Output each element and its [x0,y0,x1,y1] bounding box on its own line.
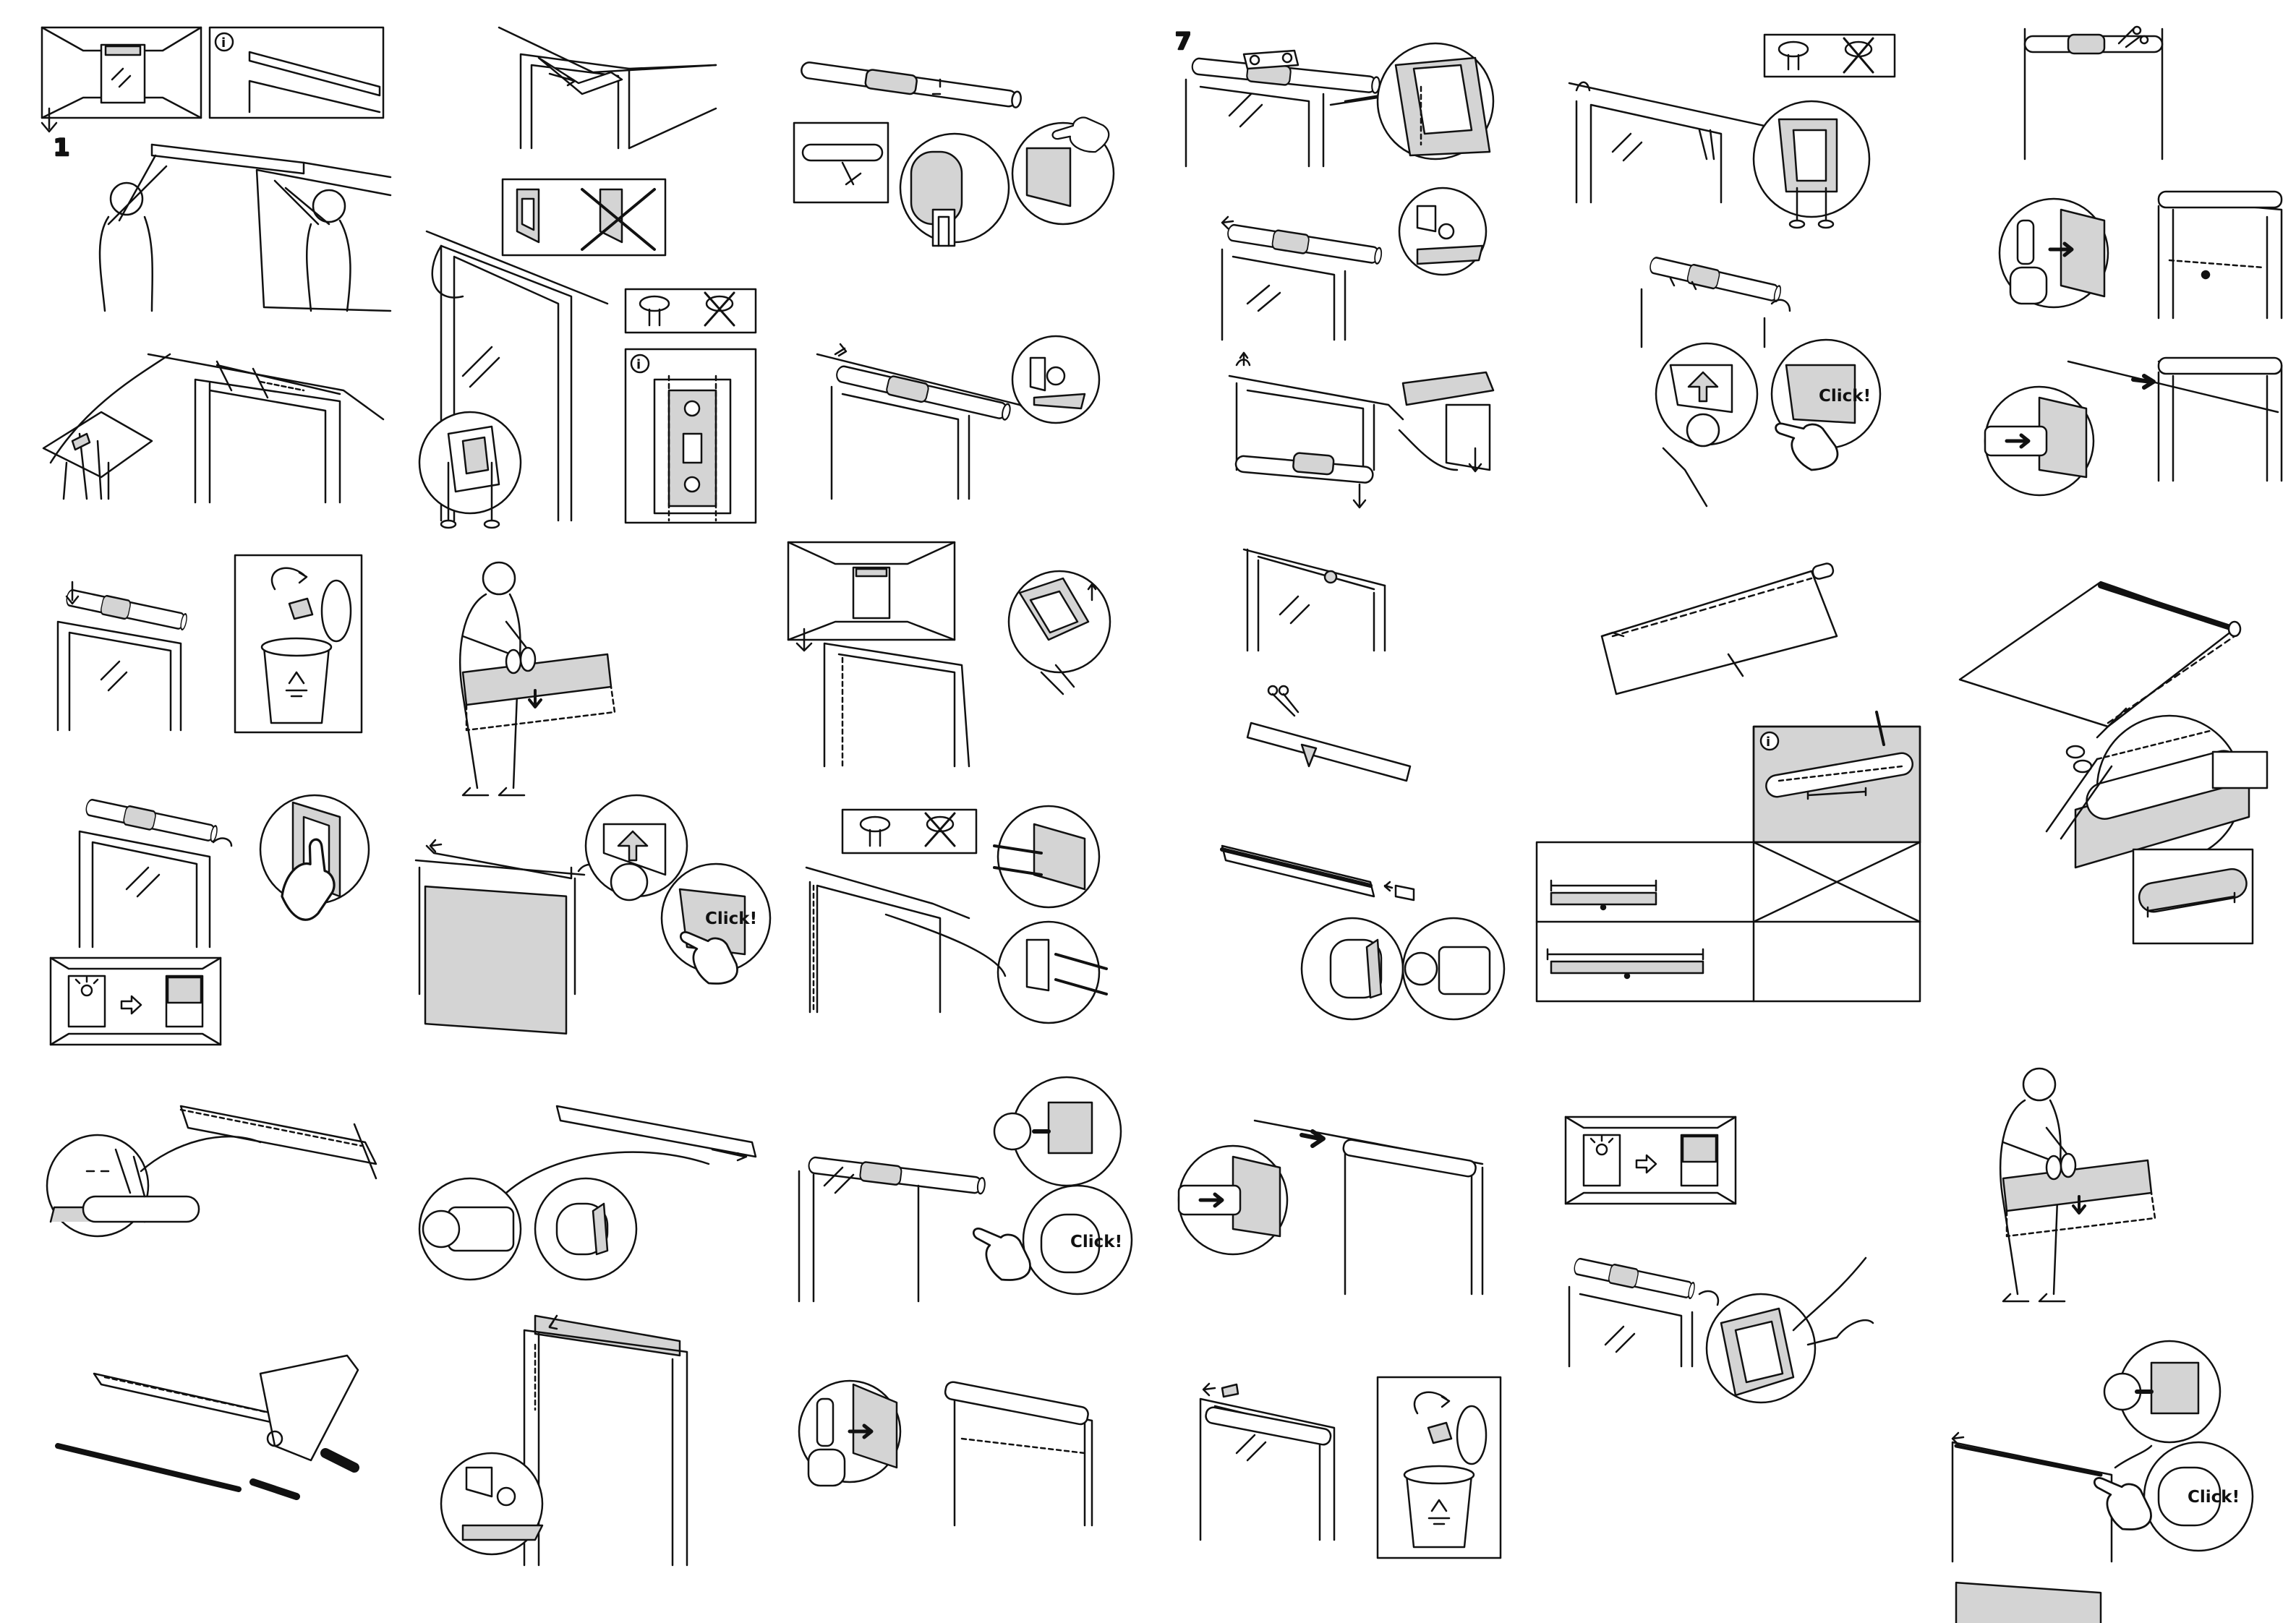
blind-cut-fabric-2 [1960,582,2267,943]
screw-type-box-2 [1764,35,1895,77]
bracket-wall-push [441,1316,687,1565]
sun-to-shade-indicator-2 [1566,1117,1736,1204]
step-number-7: 7 [1175,27,1191,55]
sun-to-shade-indicator [51,958,221,1045]
svg-text:i: i [1766,735,1770,750]
blind-mounted-small [58,582,188,730]
click-label-1: Click! [705,909,757,928]
bracket-end-pull [817,336,1099,499]
roller-tape-scissors [1247,686,1410,781]
rod-end-cap-insert [419,1106,756,1280]
person-holding-blind-2 [2000,1069,2155,1301]
roller-cut-top [2025,27,2162,159]
blind-snap-bracket-2: Click! [1642,255,1880,506]
blind-click-into-bracket: Click! [416,795,770,1034]
roller-cut-detail [794,60,1114,246]
svg-text:i: i [221,35,226,51]
scissors-icon [1273,694,1298,716]
end-cap-insert-detail [1222,846,1504,1019]
svg-text:i: i [636,357,641,372]
handle-insert-2 [1985,358,2282,495]
handle-slot-detail [799,1381,1092,1525]
room-corner-view [788,542,1110,766]
blind-click-right: Click! [1953,1341,2253,1623]
bracket-screws-assembly [806,806,1106,1023]
handle-insert-detail [1179,1121,1482,1294]
two-people-mounting [100,145,391,311]
step-number-1: 1 [54,134,69,161]
info-bracket-dimensions: i [626,349,756,523]
remove-bracket-step [1229,353,1493,508]
bracket-clicked-on-roller: Click! [799,1077,1132,1301]
click-label-3: Click! [1819,387,1871,406]
bracket-cover-detail [80,795,369,947]
handle-slot-window [2000,192,2282,318]
measure-window-top [1244,549,1385,651]
rod-saw-cutting [47,1106,376,1236]
recycle-disposal-box [235,555,362,732]
wall-bracket-screwed [419,231,607,528]
step7-bracket-mount [1186,43,1493,166]
end-bracket-left [1222,188,1486,340]
blind-cut-fabric-large [1602,562,1837,694]
click-label-2: Click! [1070,1233,1122,1251]
measure-bracket-detail [43,354,383,502]
bracket-release-detail [1569,1256,1873,1403]
end-cap-off-disposal [1200,1377,1501,1558]
room-view-icon [42,27,201,118]
info-rail-box: i [210,27,383,118]
screw-type-box [626,289,756,333]
bracket-slide-in [499,27,716,148]
bracket-wall-mount-2 [1569,82,1869,228]
measurement-table: i [1537,712,1920,1001]
bracket-correct-wrong-box [503,179,665,255]
person-holding-blind [460,562,615,795]
rod-roller-parts [58,1356,358,1496]
click-label-4: Click! [2188,1488,2240,1507]
